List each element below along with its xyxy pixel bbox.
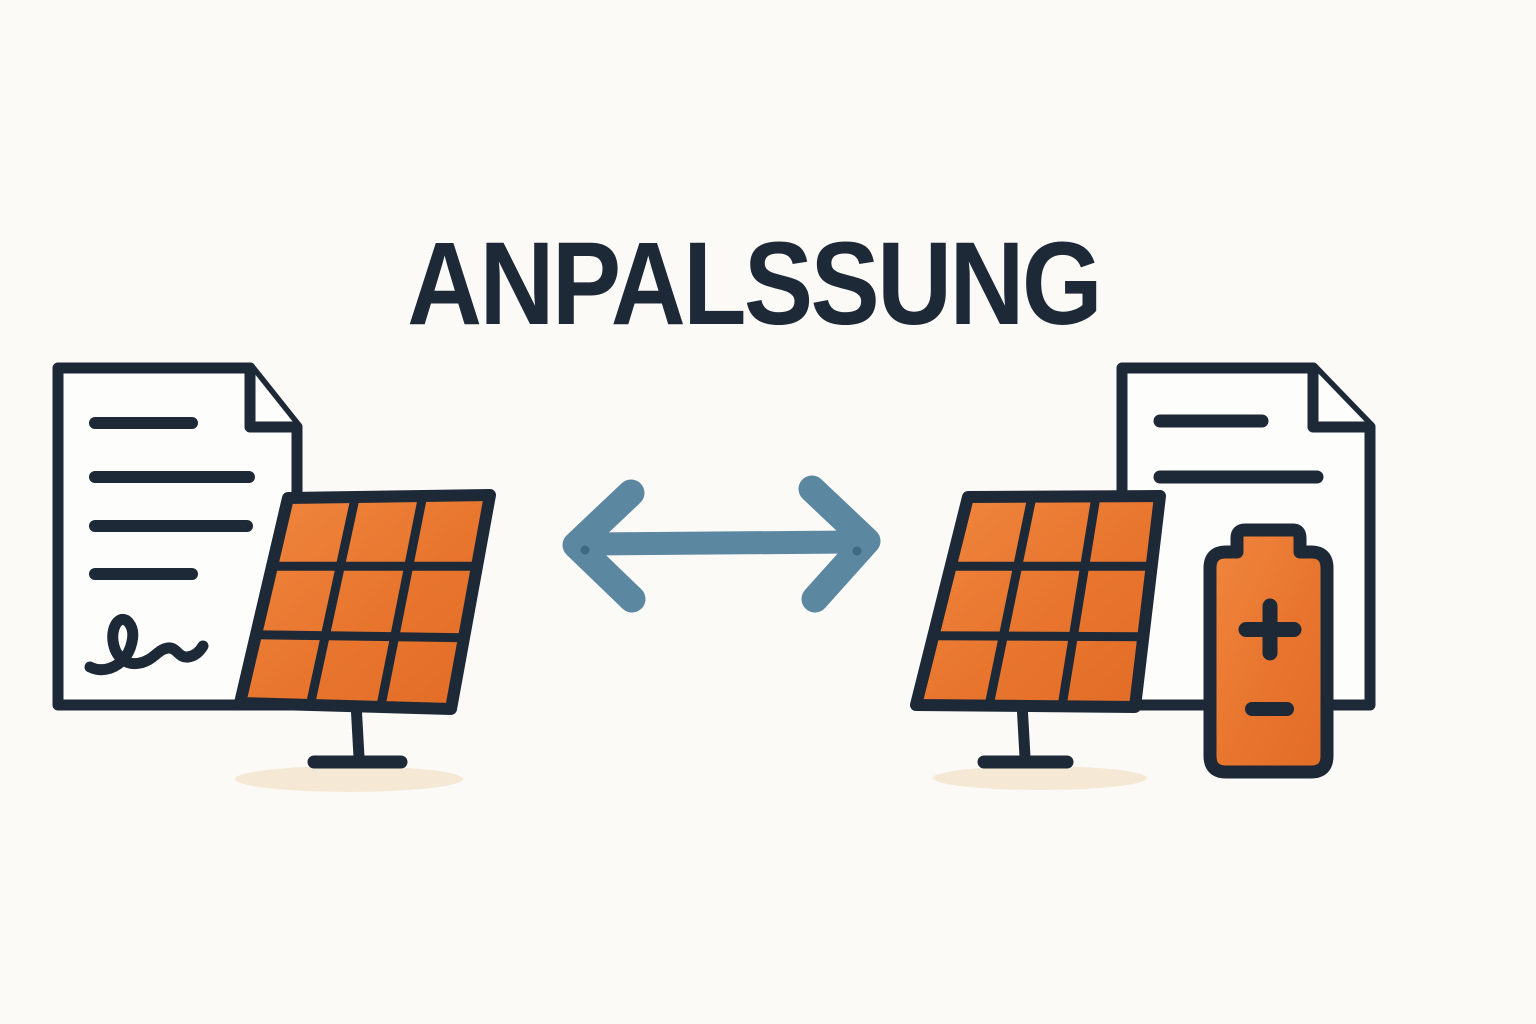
right-panel-grid [928, 491, 1157, 711]
contract-paper-fold-icon [244, 362, 303, 433]
signature-squiggle [84, 614, 209, 676]
right-panel-frame [910, 490, 1166, 713]
left-panel-shadow [235, 766, 463, 792]
arrow-shaft [580, 530, 864, 556]
contract-text-lines [89, 417, 255, 580]
document-paper-fold-icon [1307, 362, 1376, 433]
page-title: ANPALSSUNG [407, 218, 1102, 350]
arrow-right-head [798, 475, 881, 613]
left-solar-panel-icon [234, 489, 496, 769]
right-panel-shadow [933, 766, 1147, 790]
left-panel-frame [234, 489, 496, 715]
arrow-right-dot [852, 546, 862, 556]
arrow-left-head [562, 479, 646, 613]
double-headed-arrow-icon [562, 475, 881, 613]
battery-plus-icon [1238, 598, 1302, 661]
right-solar-panel-icon [910, 490, 1166, 769]
right-panel-pole [1016, 697, 1031, 763]
battery-icon [1203, 523, 1334, 779]
arrow-left-dot [580, 545, 590, 555]
document-text-lines [1153, 414, 1324, 484]
left-panel-grid [251, 491, 482, 712]
